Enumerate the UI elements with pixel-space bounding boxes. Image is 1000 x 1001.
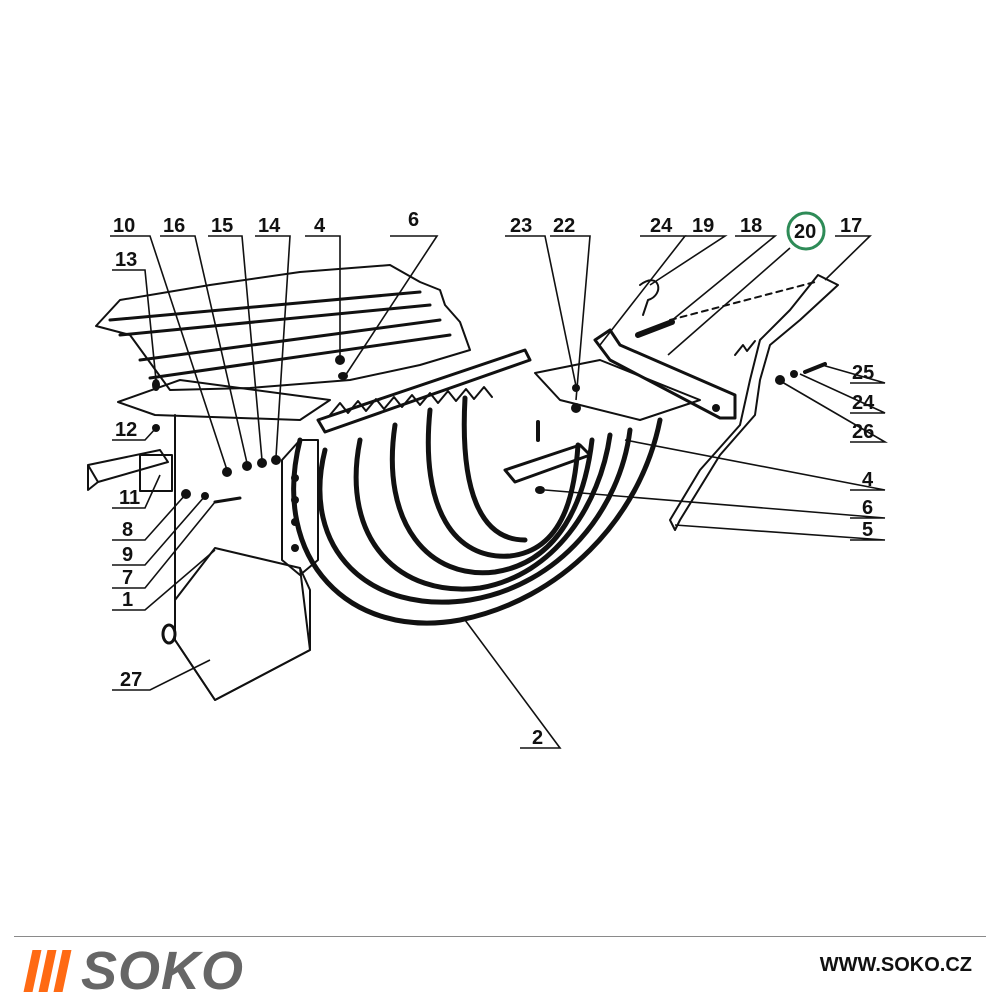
callout-19: 19 bbox=[692, 215, 714, 237]
footer-divider bbox=[14, 936, 986, 937]
footer: SOKO WWW.SOKO.CZ bbox=[14, 936, 986, 1000]
lower-crossbar bbox=[503, 443, 592, 484]
callout-17: 17 bbox=[840, 215, 862, 237]
logo-text: SOKO bbox=[81, 941, 245, 1001]
callout-4-top: 4 bbox=[314, 215, 326, 237]
leader-lines bbox=[110, 235, 888, 749]
shelf-plate bbox=[117, 379, 331, 421]
hardware-left bbox=[152, 355, 798, 500]
callout-9: 9 bbox=[122, 544, 133, 566]
callout-23: 23 bbox=[510, 215, 532, 237]
spring-link bbox=[734, 340, 756, 356]
callout-24-right: 24 bbox=[852, 392, 875, 414]
right-bracket bbox=[593, 328, 737, 420]
callout-27: 27 bbox=[120, 669, 142, 691]
callout-5: 5 bbox=[862, 519, 873, 541]
bolt-head-27 bbox=[161, 623, 177, 645]
chain-line bbox=[669, 281, 816, 321]
callout-12: 12 bbox=[115, 419, 137, 441]
callout-22: 22 bbox=[553, 215, 575, 237]
callout-24-top: 24 bbox=[650, 215, 673, 237]
callout-4-right: 4 bbox=[862, 469, 874, 491]
bracket-hole bbox=[712, 404, 720, 412]
soko-logo[interactable]: SOKO bbox=[23, 941, 245, 1001]
callout-7: 7 bbox=[122, 567, 133, 589]
axle-bracket bbox=[139, 454, 173, 492]
callout-10: 10 bbox=[113, 215, 135, 237]
callout-13: 13 bbox=[115, 249, 137, 271]
drawing-body bbox=[87, 264, 839, 701]
logo-bars-icon bbox=[23, 950, 72, 992]
top-plate-ribs bbox=[108, 290, 452, 380]
website-link[interactable]: WWW.SOKO.CZ bbox=[819, 954, 972, 976]
bolt-25 bbox=[803, 362, 827, 374]
callout-6-top: 6 bbox=[408, 209, 419, 231]
left-tine-plate bbox=[281, 439, 319, 576]
axle-stub bbox=[87, 449, 169, 491]
tine-curve-1 bbox=[291, 417, 663, 626]
callout-20-highlight bbox=[786, 211, 826, 251]
callout-25: 25 bbox=[852, 362, 874, 384]
top-cover-plate bbox=[95, 264, 471, 391]
tine-curve-4 bbox=[389, 422, 595, 576]
right-mount-plate bbox=[534, 359, 701, 421]
side-panel-27 bbox=[174, 567, 311, 701]
callout-26: 26 bbox=[852, 421, 874, 443]
callout-11: 11 bbox=[119, 487, 140, 509]
tine-curve-2 bbox=[317, 427, 633, 605]
callout-16: 16 bbox=[163, 215, 185, 237]
callout-labels: 10 16 15 14 4 6 13 12 11 8 9 7 1 27 2 23… bbox=[113, 209, 875, 749]
callout-1: 1 bbox=[122, 589, 133, 611]
body-frame-left bbox=[174, 414, 311, 701]
tine-curve-6 bbox=[461, 395, 528, 543]
callout-14: 14 bbox=[258, 215, 281, 237]
plate-holes bbox=[291, 474, 299, 552]
callout-20: 20 bbox=[794, 221, 816, 243]
callout-18: 18 bbox=[740, 215, 762, 237]
tine-curve-3 bbox=[353, 432, 613, 592]
callout-2: 2 bbox=[532, 727, 543, 749]
rail-teeth bbox=[329, 386, 493, 416]
callout-6-right: 6 bbox=[862, 497, 873, 519]
callout-15: 15 bbox=[211, 215, 233, 237]
callout-8: 8 bbox=[122, 519, 133, 541]
pin-19 bbox=[639, 279, 660, 316]
top-rail-beam bbox=[316, 348, 532, 434]
bolt-7 bbox=[213, 496, 242, 504]
